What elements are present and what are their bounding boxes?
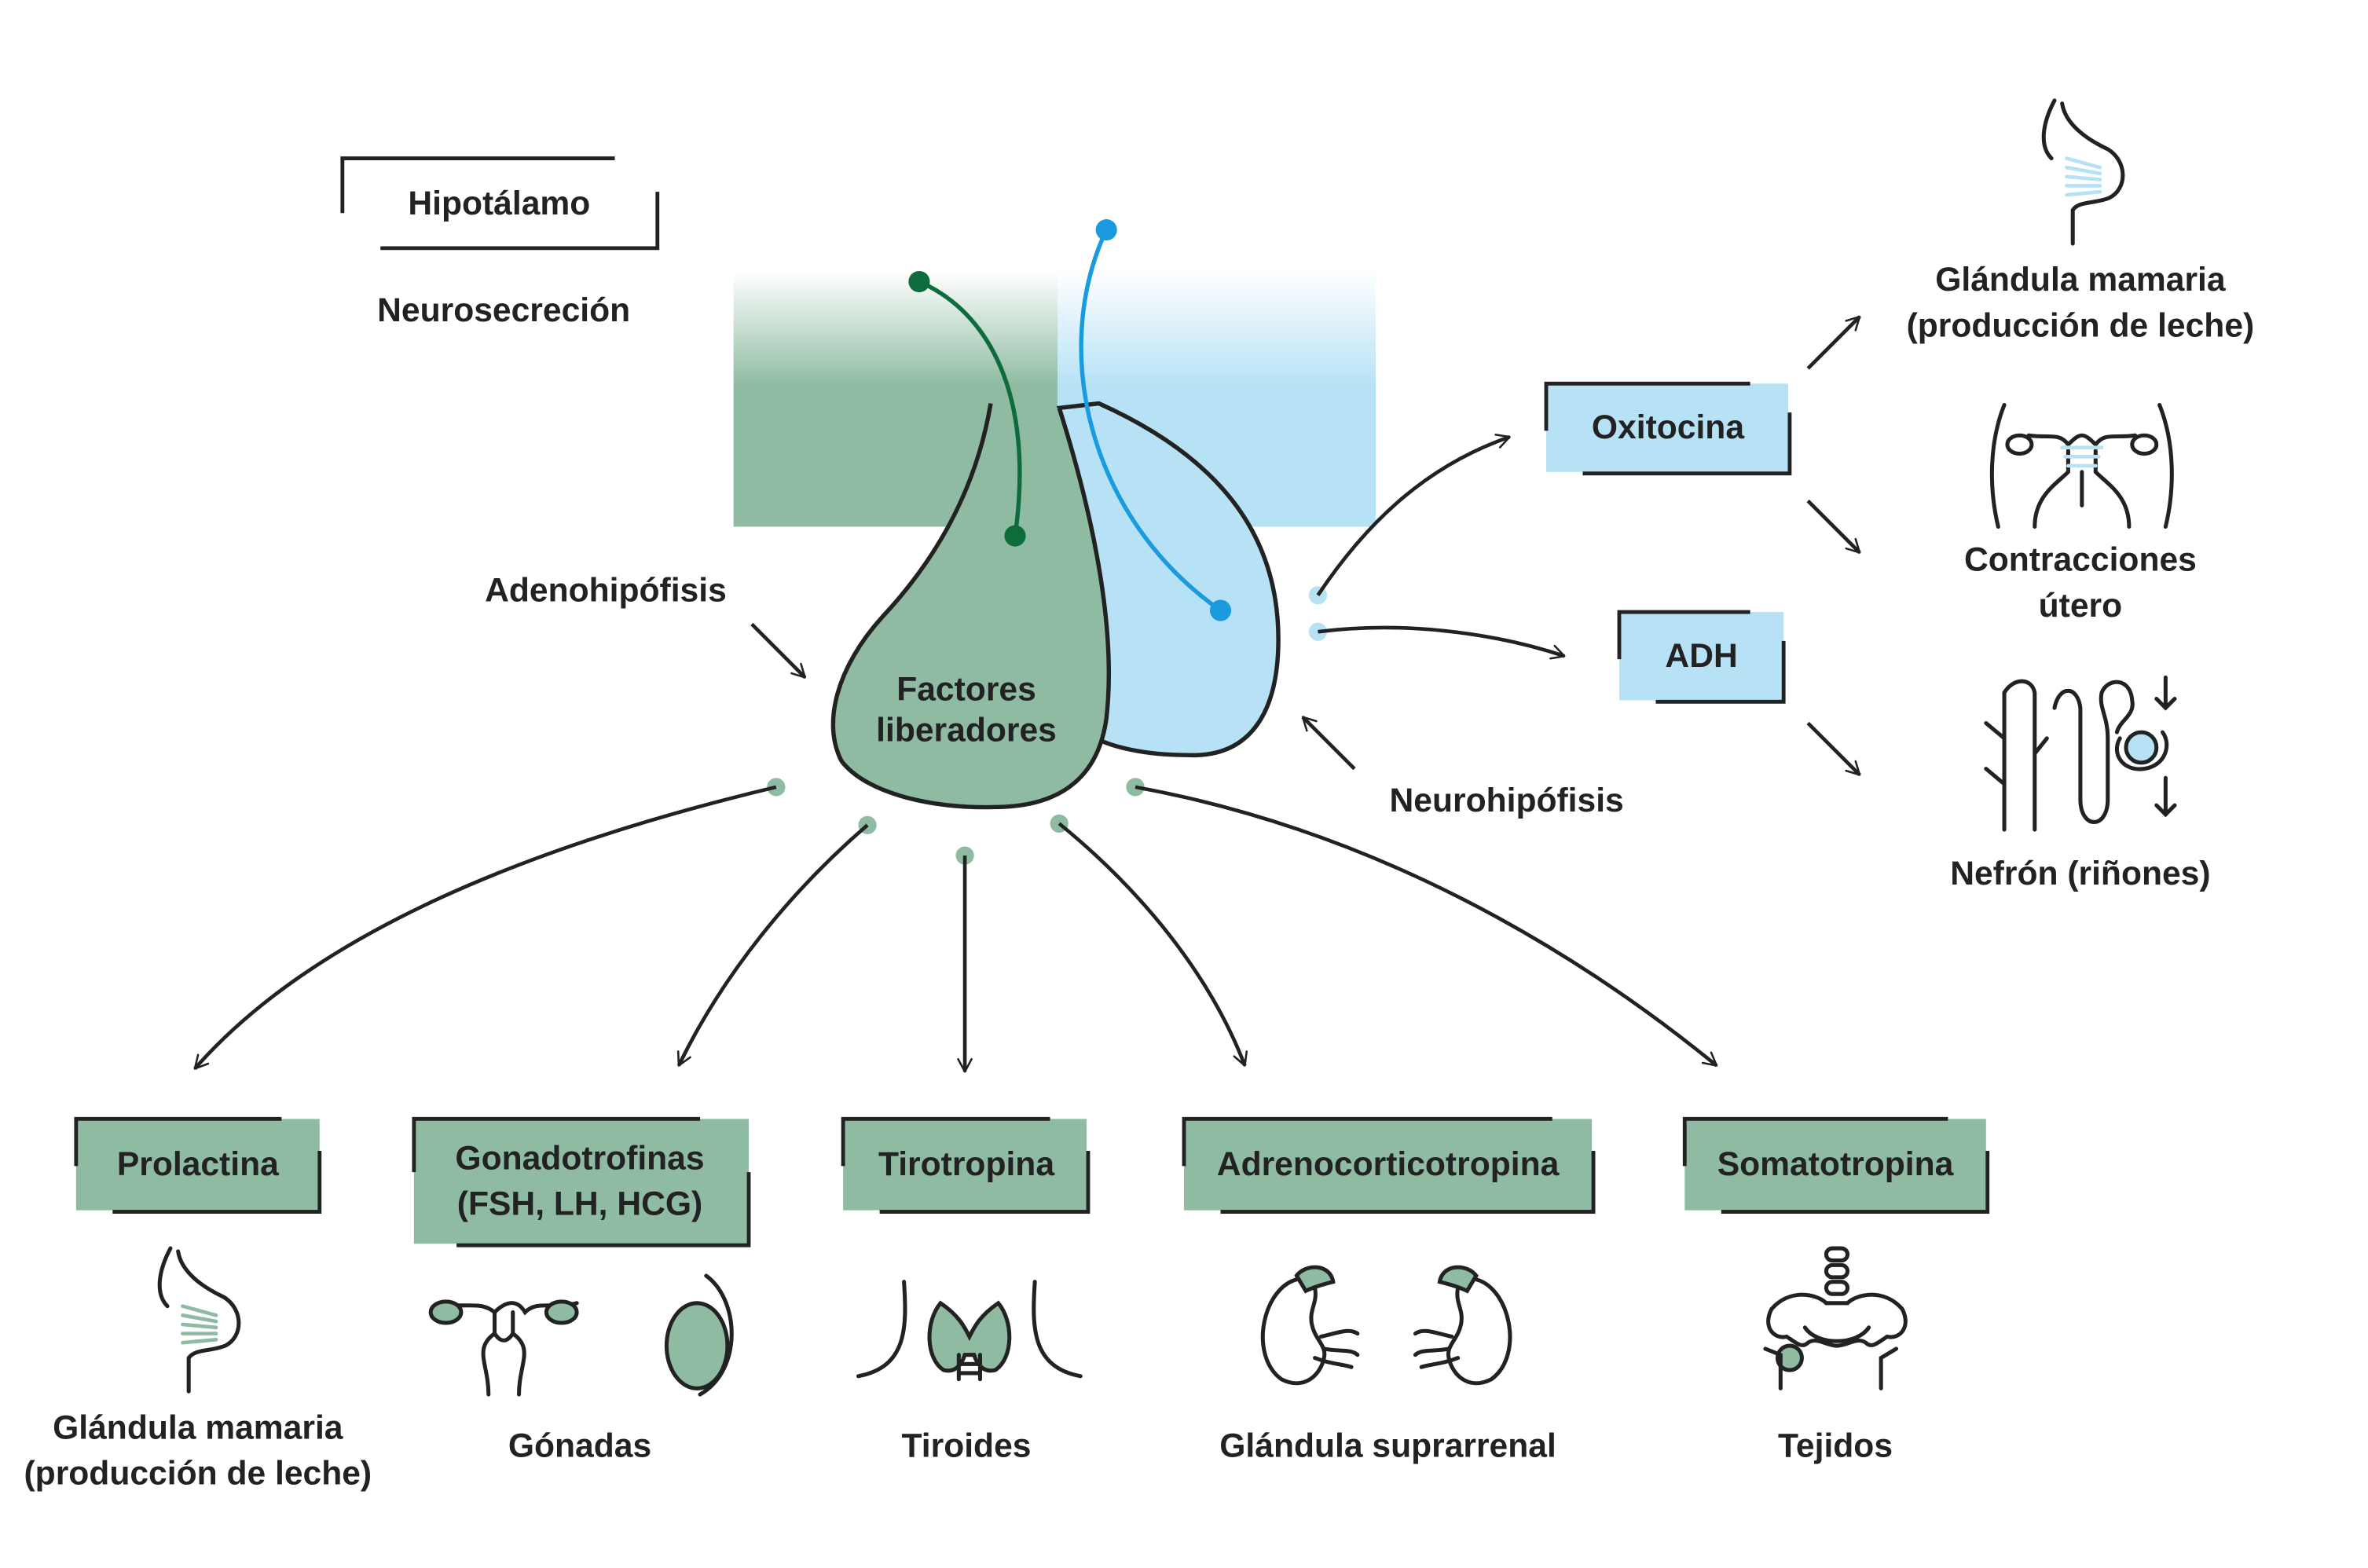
blue-neuron-axon [1079, 229, 1222, 613]
bottom-target-adrenal-label: Glándula suprarrenal [1219, 1427, 1556, 1465]
gonadotropins-label-line1: Gonadotrofinas [455, 1139, 704, 1177]
green-neuron-axon [918, 280, 1022, 537]
blue-neuron-body [1095, 219, 1117, 241]
right-target-breast-line1: Glándula mamaria [1935, 261, 2226, 299]
breast-icon [157, 1246, 241, 1394]
bottom-target-tissues-label: Tejidos [1778, 1427, 1893, 1465]
acth-arrow [1058, 822, 1248, 1067]
prolactin-arrow [193, 785, 777, 1070]
acth-label: Adrenocorticotropina [1217, 1145, 1560, 1183]
bottom-target-breast-line1: Glándula mamaria [53, 1409, 343, 1446]
adenohypophysis-label: Adenohipófisis [485, 571, 727, 609]
oxytocin-label: Oxitocina [1592, 408, 1744, 446]
releasing-factors-line1: Factores [896, 670, 1036, 708]
thyroid-icon [856, 1280, 1083, 1382]
oxytocin-box: Oxitocina [1544, 381, 1792, 476]
adh-box: ADH [1617, 610, 1786, 704]
gonadotropins-label-line2: (FSH, LH, HCG) [457, 1185, 702, 1222]
uterus-icon [1989, 402, 2174, 529]
adh-to-nephron-arrow [1806, 721, 1861, 777]
bottom-target-gonads-label: Gónadas [508, 1427, 651, 1465]
neurohypophysis-label: Neurohipófisis [1390, 782, 1624, 819]
releasing-factors-line2: liberadores [876, 712, 1057, 749]
adh-label: ADH [1665, 637, 1737, 675]
adrenal-gland-icon [1260, 1265, 1512, 1386]
gonads-icon [428, 1273, 734, 1397]
green-neuron-body [908, 270, 930, 293]
right-target-uterus-line1: Contracciones [1964, 541, 2197, 579]
breast-icon [2041, 98, 2125, 246]
bottom-target-thyroid-label: Tiroides [902, 1427, 1032, 1465]
green-neuron-terminal [1004, 525, 1026, 547]
neurosecretion-label: Neurosecreción [377, 291, 630, 329]
adh-release-dot [1308, 622, 1328, 641]
nephron-icon [1984, 675, 2177, 832]
right-target-breast-line2: (producción de leche) [1907, 306, 2255, 344]
blue-neuron-terminal [1209, 599, 1232, 621]
thyrotropin-label: Tirotropina [878, 1145, 1054, 1183]
somatotropin-label: Somatotropina [1717, 1145, 1954, 1183]
neuro-pointer-arrow [1301, 716, 1356, 771]
gonadotropins-box: Gonadotrofinas (FSH, LH, HCG) [412, 1116, 751, 1247]
gonadotropin-arrow [676, 823, 869, 1067]
oxytocin-arrow [1316, 434, 1511, 596]
right-target-uterus-line2: útero [2039, 587, 2123, 625]
prolactin-label: Prolactina [117, 1145, 279, 1183]
adeno-pointer-arrow [750, 622, 807, 679]
somatotropin-arrow [1135, 785, 1718, 1068]
bottom-target-breast-line2: (producción de leche) [24, 1454, 372, 1492]
acth-box: Adrenocorticotropina [1182, 1116, 1596, 1214]
adh-arrow [1318, 625, 1566, 660]
oxytocin-to-uterus-arrow [1806, 499, 1861, 555]
prolactin-box: Prolactina [74, 1116, 322, 1214]
oxytocin-to-breast-arrow [1806, 315, 1861, 370]
thyrotropin-box: Tirotropina [841, 1116, 1091, 1214]
skeleton-icon [1763, 1246, 1908, 1390]
hypothalamus-label: Hipotálamo [408, 185, 590, 222]
hypothalamus-box: Hipotálamo [340, 156, 660, 251]
right-target-nephron-line1: Nefrón (riñones) [1950, 855, 2210, 892]
somatotropin-box: Somatotropina [1682, 1116, 1990, 1214]
adenohypophysis-shape [830, 403, 1112, 810]
